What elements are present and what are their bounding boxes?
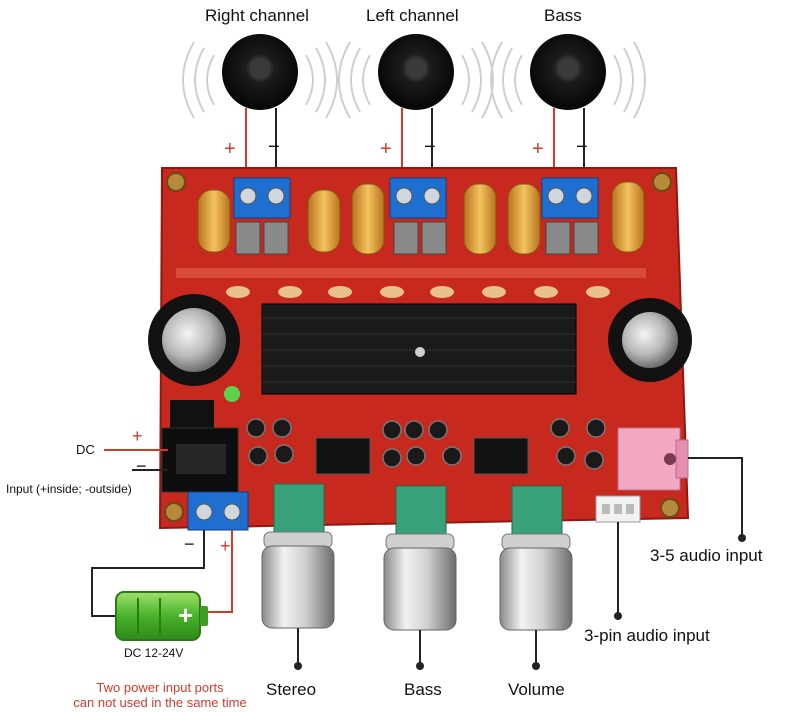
output-terminal-left bbox=[389, 177, 447, 219]
plus-sign: + bbox=[224, 138, 236, 160]
knob-label-volume: Volume bbox=[508, 680, 565, 699]
callout-lines bbox=[91, 449, 746, 620]
knob-label-bass: Bass bbox=[404, 680, 442, 699]
speaker-label-right: Right channel bbox=[205, 6, 309, 25]
warning-line-1: Two power input ports bbox=[96, 680, 224, 695]
speaker-label-left: Left channel bbox=[366, 6, 459, 25]
audio-jack-label: 3-5 audio input bbox=[650, 546, 763, 565]
terminal-plus-sign: + bbox=[220, 536, 231, 556]
shielded-inductor bbox=[235, 221, 599, 255]
dc-plus-sign: + bbox=[132, 426, 143, 446]
sound-wave-icon bbox=[490, 41, 646, 119]
speaker-bass bbox=[490, 34, 646, 178]
speaker-right bbox=[182, 34, 338, 178]
battery-plus-sign: + bbox=[178, 600, 194, 630]
speaker-label-bass: Bass bbox=[544, 6, 582, 25]
dc-label: DC bbox=[76, 442, 95, 457]
terminal-minus-sign: − bbox=[184, 534, 195, 554]
ic-chip bbox=[315, 437, 529, 475]
input-note: Input (+inside; -outside) bbox=[6, 482, 132, 496]
warning-note: Two power input ports can not used in th… bbox=[60, 680, 260, 710]
minus-sign: − bbox=[268, 136, 280, 158]
output-terminal-right bbox=[233, 177, 291, 219]
audio-pin-label: 3-pin audio input bbox=[584, 626, 710, 645]
warning-line-2: can not used in the same time bbox=[73, 695, 247, 710]
power-led bbox=[224, 386, 240, 402]
sound-wave-icon bbox=[338, 41, 494, 119]
minus-sign: − bbox=[576, 136, 588, 158]
plus-sign: + bbox=[380, 138, 392, 160]
output-terminal-bass bbox=[541, 177, 599, 219]
heatsink bbox=[261, 303, 577, 395]
mounting-hole bbox=[164, 172, 680, 522]
speaker-left bbox=[338, 34, 494, 178]
plus-sign: + bbox=[532, 138, 544, 160]
inductor-coil bbox=[197, 181, 645, 255]
dc-barrel-jack bbox=[161, 400, 239, 493]
small-capacitor bbox=[246, 418, 606, 470]
sound-wave-icon bbox=[182, 41, 338, 119]
minus-sign: − bbox=[424, 136, 436, 158]
smd-components bbox=[176, 268, 646, 298]
battery-icon bbox=[115, 591, 208, 641]
knob-label-stereo: Stereo bbox=[266, 680, 317, 699]
battery-label: DC 12-24V bbox=[124, 646, 184, 660]
amplifier-board bbox=[148, 167, 692, 531]
audio-jack-3-5mm bbox=[617, 427, 689, 491]
knob-volume[interactable] bbox=[499, 485, 573, 670]
knob-bass[interactable] bbox=[383, 485, 457, 670]
capacitor bbox=[148, 294, 692, 386]
dc-minus-sign: − bbox=[136, 456, 147, 476]
knob-stereo[interactable] bbox=[261, 483, 335, 670]
audio-pin-header bbox=[595, 495, 641, 523]
power-terminal bbox=[187, 491, 249, 531]
